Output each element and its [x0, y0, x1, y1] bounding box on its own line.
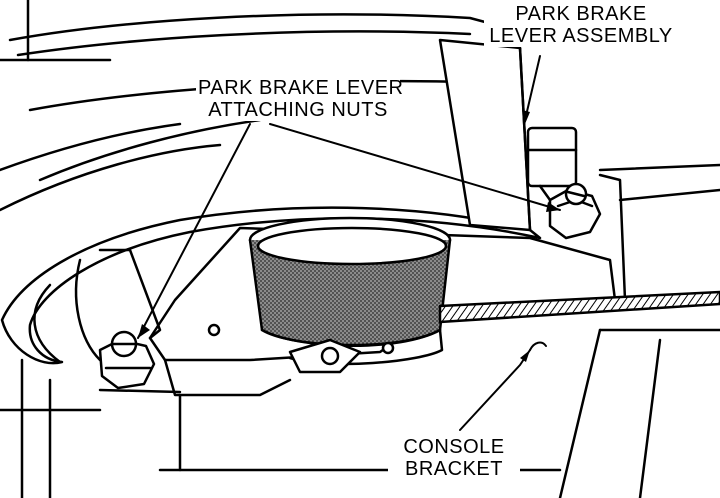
label-line: ATTACHING NUTS [208, 99, 388, 121]
label-line: BRACKET [405, 458, 503, 480]
label-line: PARK BRAKE LEVER [198, 77, 404, 99]
label-park-brake-lever-assembly: PARK BRAKE LEVER ASSEMBLY [484, 3, 678, 47]
label-line: PARK BRAKE [515, 3, 647, 25]
nut-left [98, 330, 156, 390]
brake-cable [438, 290, 720, 324]
console-trim-panel [0, 13, 512, 212]
label-line: CONSOLE [403, 436, 505, 458]
label-line: LEVER ASSEMBLY [489, 25, 673, 47]
label-console-bracket: CONSOLE BRACKET [388, 436, 520, 480]
leader-arrowheads [138, 110, 560, 362]
lever-hub [248, 216, 452, 366]
lower-bracket [98, 323, 395, 394]
nut-right [548, 182, 602, 240]
label-park-brake-lever-attaching-nuts: PARK BRAKE LEVER ATTACHING NUTS [196, 77, 404, 121]
